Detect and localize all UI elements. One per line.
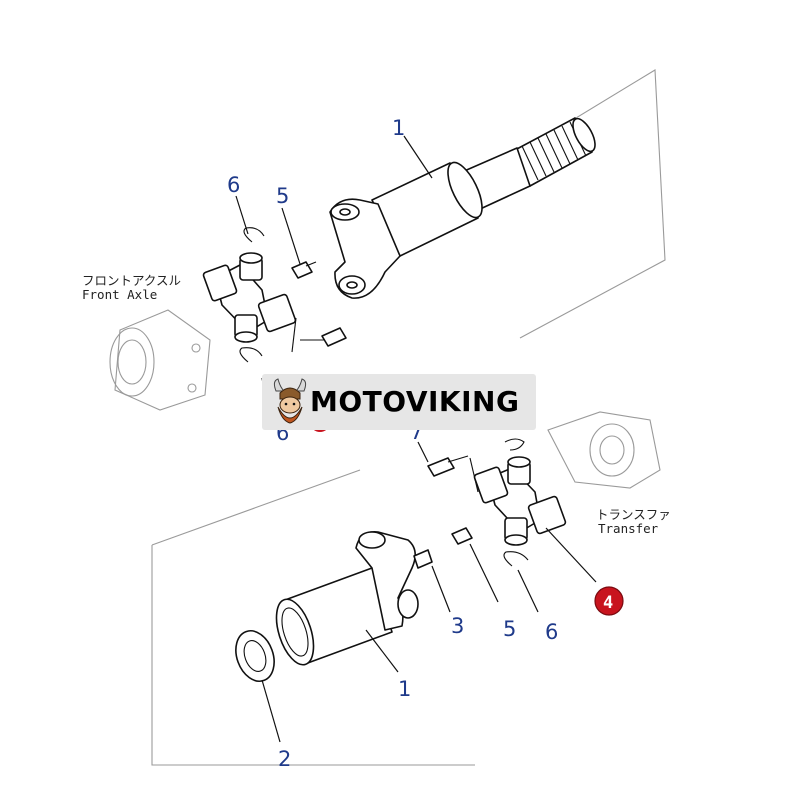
snap-ring-upper-bottom [239, 347, 263, 363]
callout-5-lower: 5 [503, 617, 516, 641]
callout-1-upper: 1 [392, 116, 405, 140]
front-axle-label-jp: フロントアクスル [82, 273, 181, 288]
seal-ring [235, 630, 275, 682]
transfer-label-en: Transfer [598, 521, 659, 536]
leader-lines [235, 135, 597, 743]
upper-shaft [329, 117, 596, 299]
grease-fitting-lower [451, 527, 473, 545]
grease-fitting-upper [291, 261, 317, 279]
snap-ring-lower-bottom [503, 551, 529, 567]
callout-6-lower: 6 [545, 620, 558, 644]
watermark-text: MOTOVIKING [310, 385, 520, 418]
callout-5-upper: 5 [276, 184, 289, 208]
callout-2: 2 [278, 747, 291, 771]
callout-4: 4 [603, 593, 613, 613]
transfer-label-jp: トランスファ [596, 507, 671, 522]
viking-logo-icon [273, 378, 307, 424]
front-axle-label-en: Front Axle [82, 287, 157, 302]
highlight-marker [594, 586, 624, 616]
front-axle-housing [109, 309, 211, 411]
frame-lower [151, 469, 475, 766]
lower-universal-joint [473, 456, 567, 546]
callout-1-lower: 1 [398, 677, 411, 701]
watermark-banner [262, 374, 536, 430]
callout-6-upper: 6 [227, 173, 240, 197]
lower-shaft [275, 531, 433, 666]
bolt-upper [291, 317, 347, 353]
snap-ring-lower-top [504, 438, 525, 451]
bolt-lower [427, 455, 479, 493]
callout-3: 3 [451, 614, 464, 638]
frame-upper [519, 69, 666, 339]
transfer-housing [547, 411, 661, 489]
upper-universal-joint [202, 252, 297, 343]
